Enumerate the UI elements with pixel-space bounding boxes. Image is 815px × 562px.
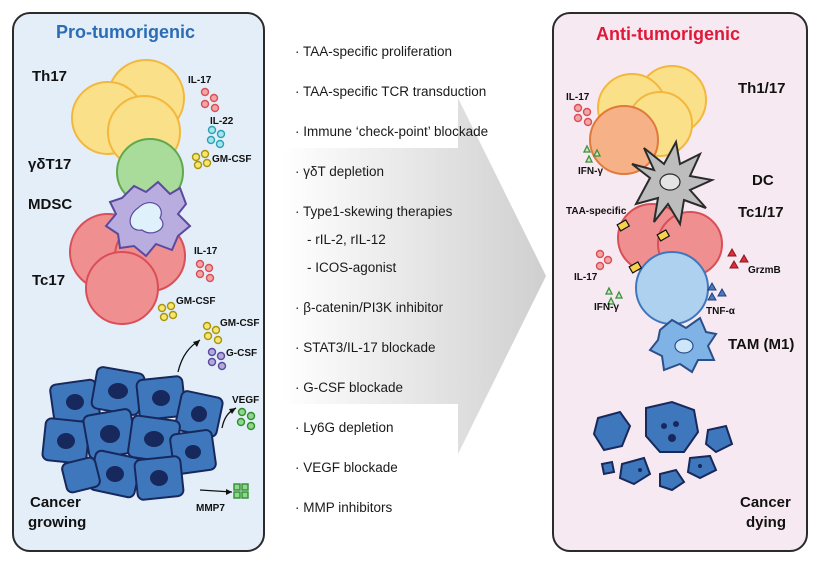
strategy-item: · Immune ‘check-point’ blockade [295,124,489,139]
il17-label: IL-17 [574,272,598,283]
tc117-label: Tc1/17 [738,204,784,221]
tnfa-triangles-icon [707,281,727,301]
cancer-label-line1: Cancer [30,494,81,511]
strategy-subitem: - rIL-2, rIL-12 [307,232,386,247]
dc-label: DC [752,172,774,189]
gmcsf-dots-icon [157,301,178,322]
grzmb-label: GrzmB [748,265,781,276]
th17-label: Th17 [32,68,68,85]
gdt17-label: γδT17 [28,156,72,173]
strategy-subitem: - ICOS-agonist [307,260,397,275]
gcsf-label: G-CSF [226,348,258,359]
strategy-item: · TAA-specific TCR transduction [295,84,487,99]
gcsf-dots-icon [207,347,227,371]
strategy-item: · Ly6G depletion [295,420,394,435]
strategy-item: · STAT3/IL-17 blockade [295,340,436,355]
gmcsf-label: GM-CSF [212,154,252,165]
ifng-label: IFN-γ [578,166,603,177]
gmcsf-label: GM-CSF [220,318,260,329]
transition-arrow [282,98,546,454]
il17-dots-icon [200,87,220,113]
vegf-dots-icon [236,407,256,431]
mdsc-nucleus [129,202,164,234]
ifng-triangles-icon [604,286,624,305]
taa-specific-label: TAA-specific [566,206,627,217]
il17-dots-icon [195,259,215,283]
strategy-item: · G-CSF blockade [295,380,404,395]
dying-cancer-fragments [592,400,734,492]
mmp7-label: MMP7 [196,503,225,514]
cancer-cell-nuclei [57,383,207,486]
il22-label: IL-22 [210,116,234,127]
pro-tumorigenic-title: Pro-tumorigenic [56,22,196,42]
tam-nucleus [674,338,694,354]
mmp7-squares-icon [233,483,249,499]
strategy-item: · Type1-skewing therapies [295,204,453,219]
vegf-label: VEGF [232,395,260,406]
cancer-dying-label-line2: dying [746,514,786,531]
ifng-label: IFN-γ [594,302,619,313]
il17-label: IL-17 [194,246,218,257]
strategy-item: · TAA-specific proliferation [295,44,453,59]
anti-tumorigenic-title: Anti-tumorigenic [596,24,740,44]
ifng-triangles-icon [582,144,602,163]
gmcsf-label: GM-CSF [176,296,216,307]
mdsc-label: MDSC [28,196,73,213]
cancer-label-line2: growing [28,514,87,531]
il17-label: IL-17 [188,75,212,86]
il17-dots-icon [573,103,593,127]
th1-cell [589,105,659,175]
strategy-item: · β-catenin/PI3K inhibitor [295,300,444,315]
grzmb-triangles-icon [727,247,749,269]
cancer-dying-label-line1: Cancer [740,494,791,511]
strategy-item: · MMP inhibitors [295,500,393,515]
cancer-cell-cluster [41,366,224,501]
tc1-cell [635,251,709,325]
tam-m1-label: TAM (M1) [728,336,795,353]
il17-dots-icon [595,249,613,271]
tcr-receptor-icon [616,219,671,274]
gmcsf-dots-icon [202,321,223,345]
il22-dots-icon [206,125,226,149]
dying-cancer-nuclei [638,421,702,472]
gmcsf-dots-icon [191,149,212,170]
dc-nucleus [659,173,681,191]
th117-label: Th1/17 [738,80,786,97]
strategy-item: · VEGF blockade [295,460,398,475]
tc17-label: Tc17 [32,272,66,289]
strategy-item: · γδT depletion [295,164,385,179]
il17-label: IL-17 [566,92,590,103]
tnfa-label: TNF-α [706,306,735,317]
